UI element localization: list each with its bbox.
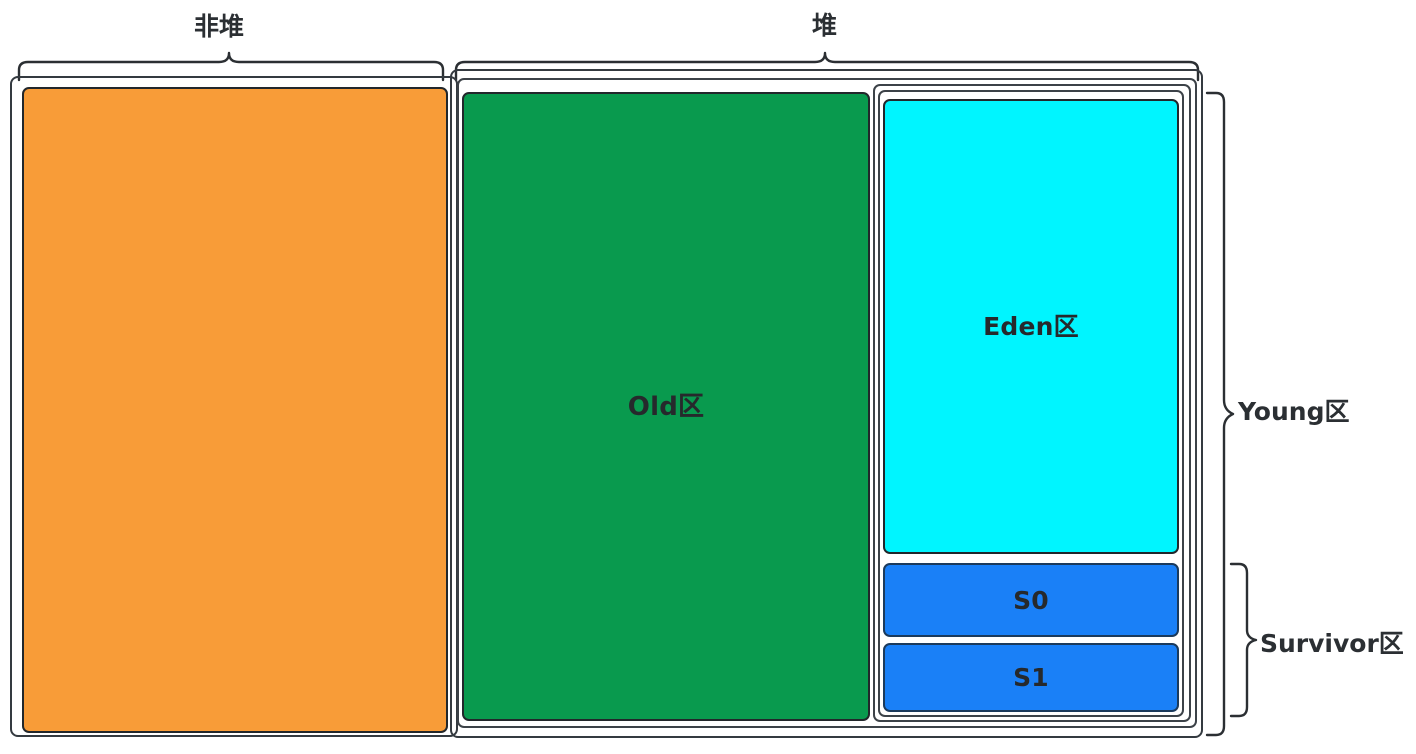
brace-survivor [1229,562,1258,718]
brace-label-heap: 堆 [812,11,838,40]
heap-container-inner [457,78,1197,728]
region-old: Old区 [462,92,870,721]
region-s1: S1 [883,643,1179,712]
young-container-inner [878,90,1184,717]
brace-non-heap [17,51,445,82]
brace-young [1205,91,1235,737]
brace-heap [454,51,1200,82]
brace-label-survivor: Survivor区 [1260,629,1404,658]
young-container-outer [873,84,1191,722]
heap-container-outer [450,69,1203,738]
region-non-heap-block [22,87,448,733]
region-s0: S0 [883,563,1179,637]
brace-label-young: Young区 [1238,397,1350,426]
brace-label-non-heap: 非堆 [194,12,245,41]
region-eden: Eden区 [883,99,1179,554]
